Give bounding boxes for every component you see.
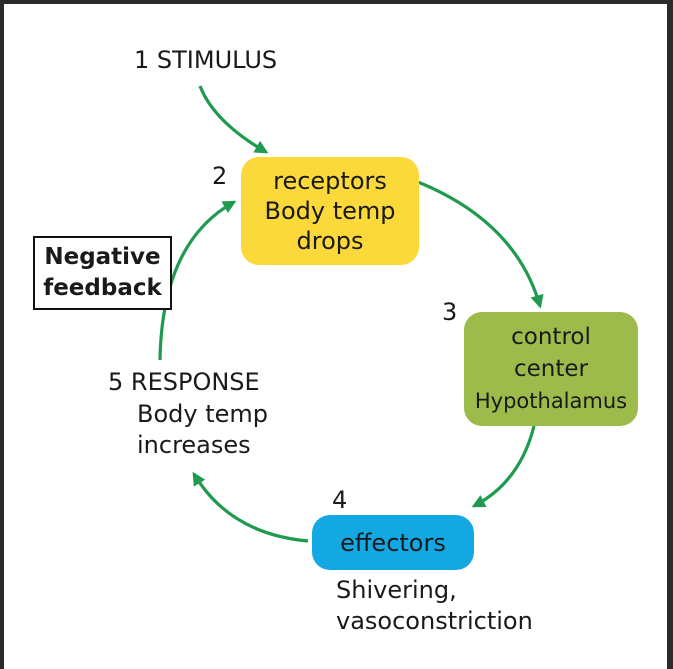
effectors-note-line-2: vasoconstriction	[336, 607, 533, 635]
effectors-box: effectors	[312, 515, 474, 570]
response-label: 5 RESPONSE	[108, 368, 260, 396]
negative-feedback-box: Negative feedback	[33, 236, 172, 310]
receptors-line-3: drops	[296, 227, 364, 255]
receptors-line-2: Body temp	[264, 197, 396, 225]
feedback-line-2: feedback	[43, 275, 162, 301]
control-step-number: 3	[442, 298, 458, 326]
effectors-step-number: 4	[332, 486, 348, 514]
effectors-note-line-1: Shivering,	[336, 576, 457, 604]
receptors-title: receptors	[273, 167, 387, 195]
diagram-canvas: 1 STIMULUS 2 receptors Body temp drops 3…	[4, 4, 667, 669]
feedback-line-1: Negative	[44, 244, 161, 270]
control-center-detail: Hypothalamus	[474, 389, 628, 413]
control-center-box: control center Hypothalamus	[464, 312, 638, 426]
arrow-control-to-effectors	[471, 425, 536, 508]
arrow-receptors-to-control	[417, 180, 544, 309]
feedback-arrows	[158, 85, 544, 543]
effectors-title: effectors	[340, 528, 446, 557]
stimulus-label: 1 STIMULUS	[134, 46, 278, 74]
control-title-line-1: control	[511, 324, 591, 350]
control-title-line-2: center	[514, 356, 588, 382]
arrow-effectors-to-response	[192, 471, 309, 543]
response-line-3: increases	[137, 431, 251, 459]
response-line-2: Body temp	[137, 400, 269, 428]
arrow-stimulus-to-receptors	[198, 85, 269, 154]
receptors-box: receptors Body temp drops	[241, 157, 419, 265]
arrow-response-to-receptors	[158, 200, 237, 361]
receptors-step-number: 2	[212, 162, 228, 190]
